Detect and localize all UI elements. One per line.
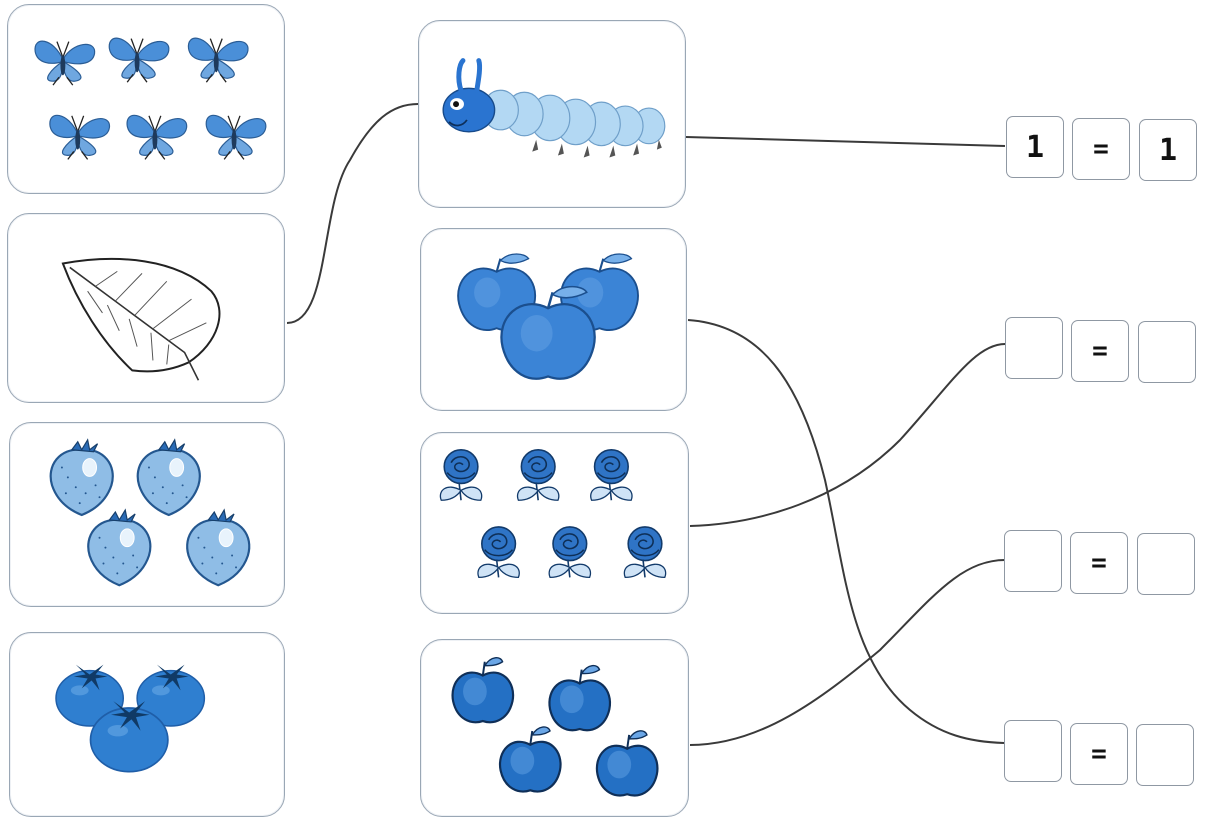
strawberries-illustration (49, 438, 251, 587)
card-tomatoes[interactable] (9, 632, 285, 817)
butterflies-illustration (34, 37, 267, 161)
roses-illustration (439, 449, 667, 579)
card-roses[interactable] (420, 432, 689, 614)
answer-4-right-box[interactable] (1136, 724, 1194, 786)
connector-caterpillar-row1 (685, 136, 1006, 147)
answer-1-left-box[interactable]: 1 (1006, 116, 1064, 178)
card-strawberries[interactable] (9, 422, 285, 607)
tomatoes-illustration (55, 663, 206, 773)
answer-4-equals-sign: = (1070, 723, 1128, 785)
answer-3-right-box[interactable] (1137, 533, 1195, 595)
card-butterflies[interactable] (7, 4, 285, 194)
leaf-illustration (61, 257, 221, 381)
card-caterpillar[interactable] (418, 20, 686, 208)
card-leaf[interactable] (7, 213, 285, 403)
answer-3-equals-sign: = (1070, 532, 1128, 594)
connector-leaf-caterpillar (286, 103, 419, 324)
card-small-apples[interactable] (420, 639, 689, 817)
answer-2-left-box[interactable] (1005, 317, 1063, 379)
answer-2-right-box[interactable] (1138, 321, 1196, 383)
answer-2-equals-sign: = (1071, 320, 1129, 382)
card-large-apples[interactable] (420, 228, 687, 411)
caterpillar-illustration (442, 58, 666, 158)
connector-roses-row2 (689, 343, 1006, 527)
answer-4-left-box[interactable] (1004, 720, 1062, 782)
connector-large-apples-row4 (687, 319, 1005, 744)
answer-1-equals-sign: = (1072, 118, 1130, 180)
small-apples-illustration (451, 656, 659, 797)
large-apples-illustration (457, 252, 640, 380)
answer-1-right-box[interactable]: 1 (1139, 119, 1197, 181)
connector-small-apples-row3 (689, 559, 1006, 746)
answer-3-left-box[interactable] (1004, 530, 1062, 592)
